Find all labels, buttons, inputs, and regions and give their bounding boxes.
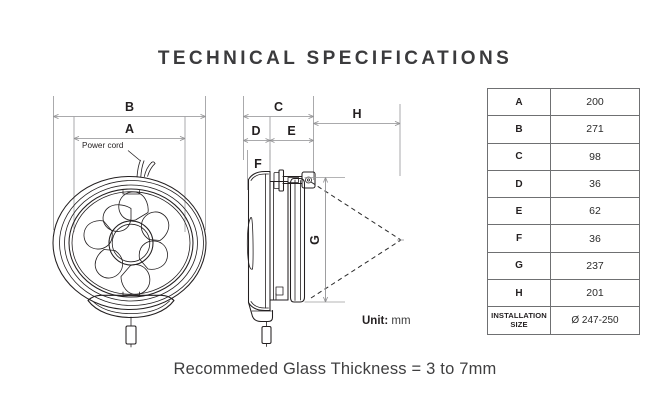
side-view-group: C D E F	[243, 96, 404, 347]
dimension-label-a: A	[125, 122, 134, 136]
spec-value: 36	[550, 169, 640, 199]
fan-outer-frame	[52, 175, 207, 311]
table-row: G 237	[487, 251, 640, 281]
spec-value: 62	[550, 197, 640, 226]
spec-key: G	[487, 251, 551, 281]
installation-size-key-line1: INSTALLATION	[491, 310, 547, 320]
fan-hub	[108, 220, 154, 266]
spec-key: H	[487, 279, 551, 308]
dimension-label-f: F	[254, 157, 262, 171]
dimension-label-c: C	[274, 100, 283, 114]
unit-note-value: mm	[391, 315, 411, 327]
installation-size-value: Ø 247-250	[550, 306, 640, 335]
dimension-label-d: D	[251, 124, 260, 138]
spec-value: 237	[550, 251, 640, 281]
spec-key: A	[487, 87, 551, 117]
dimension-label-h: H	[352, 107, 361, 121]
dimension-a: A	[73, 116, 186, 232]
spec-key: C	[487, 142, 551, 171]
side-hinge-bracket	[273, 169, 316, 192]
unit-note-separator: :	[384, 315, 389, 327]
spec-key: B	[487, 115, 551, 144]
spec-value: 201	[550, 279, 640, 308]
dimension-label-g: G	[308, 235, 322, 245]
spec-key: F	[487, 224, 551, 253]
spec-value: 200	[550, 87, 640, 117]
dimension-spec-table: A 200 B 271 C 98 D 36 E 62 F 36	[487, 87, 640, 335]
table-row: D 36	[487, 169, 640, 199]
dimension-b: B	[53, 96, 206, 230]
dimension-c: C	[243, 96, 314, 180]
fan-pull-cord	[125, 316, 137, 348]
dimension-g: G	[304, 177, 345, 303]
spec-value: 271	[550, 115, 640, 144]
spec-value: 36	[550, 224, 640, 253]
side-body-profile	[246, 169, 316, 347]
table-row: H 201	[487, 279, 640, 308]
dimension-h: H	[313, 104, 401, 176]
dimension-label-e: E	[287, 124, 295, 138]
table-row: F 36	[487, 224, 640, 253]
table-row: B 271	[487, 115, 640, 144]
installation-size-key-line2: SIZE	[510, 319, 528, 329]
table-row: E 62	[487, 197, 640, 226]
unit-note-label: Unit	[362, 315, 385, 327]
page-title: TECHNICAL SPECIFICATIONS	[157, 48, 513, 69]
power-cord-label: Power cord	[82, 141, 124, 150]
fan-blades	[83, 191, 170, 295]
dimension-e: E	[269, 124, 314, 143]
table-row: C 98	[487, 142, 640, 171]
table-row: A 200	[487, 87, 640, 117]
unit-note: Unit: mm	[362, 315, 411, 327]
dimension-label-b: B	[125, 100, 134, 114]
power-cord-callout: Power cord	[82, 141, 156, 178]
spec-value: 98	[550, 142, 640, 171]
dimension-f: F	[247, 150, 271, 190]
table-row-installation-size: INSTALLATION SIZE Ø 247-250	[487, 306, 640, 335]
spec-key: D	[487, 169, 551, 199]
fan-bottom-shutter	[87, 294, 175, 319]
installation-size-key: INSTALLATION SIZE	[487, 306, 551, 335]
front-view-group: B A Power cord	[52, 96, 207, 348]
swing-open-arc	[310, 181, 404, 299]
glass-thickness-note: Recommeded Glass Thickness = 3 to 7mm	[173, 360, 497, 378]
spec-key: E	[487, 197, 551, 226]
